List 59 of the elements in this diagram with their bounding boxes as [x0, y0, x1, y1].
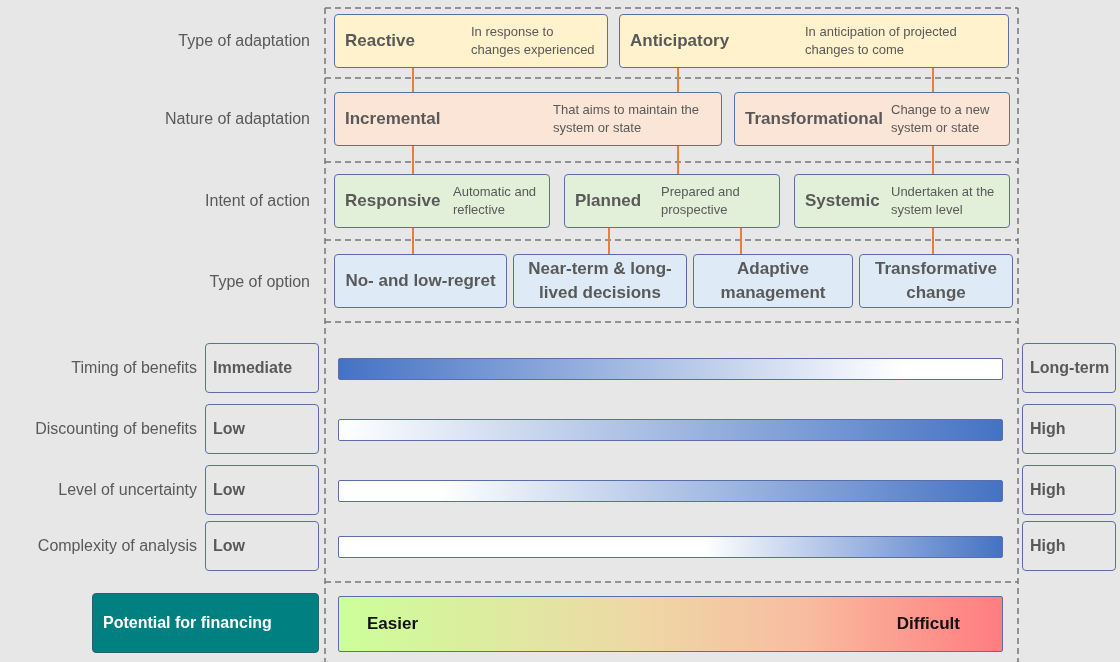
scale-end-box: High	[1022, 465, 1116, 515]
connector-line	[677, 145, 679, 175]
category-description: In response to changes experienced	[471, 23, 596, 59]
category-heading: Responsive	[345, 191, 441, 211]
category-box	[734, 92, 1010, 146]
row-label: Type of option	[209, 273, 310, 291]
connector-line	[932, 67, 934, 93]
category-box	[619, 14, 1009, 68]
connector-line	[740, 227, 742, 255]
category-box	[794, 174, 1010, 228]
option-box: Adaptive management	[693, 254, 853, 308]
gradient-bar	[338, 419, 1003, 441]
scale-end-box: Low	[205, 465, 319, 515]
gradient-bar	[338, 596, 1003, 652]
scale-end-box: Low	[205, 521, 319, 571]
category-box	[334, 174, 550, 228]
gradient-bar	[338, 358, 1003, 380]
option-box: Transformative change	[859, 254, 1013, 308]
scale-end-text: Difficult	[896, 614, 960, 634]
category-description: Undertaken at the system level	[891, 183, 996, 219]
scale-end-box: High	[1022, 404, 1116, 454]
financing-box: Potential for financing	[92, 593, 319, 653]
gradient-bar	[338, 480, 1003, 502]
row-label: Nature of adaptation	[165, 110, 310, 128]
row-label: Type of adaptation	[178, 32, 310, 50]
option-box: No- and low-regret	[334, 254, 507, 308]
category-box	[564, 174, 780, 228]
connector-line	[608, 227, 610, 255]
row-label: Complexity of analysis	[37, 537, 197, 555]
scale-start-text: Easier	[367, 614, 419, 634]
category-description: Change to a new system or state	[891, 101, 991, 137]
row-label: Level of uncertainty	[58, 481, 197, 499]
category-description: Prepared and prospective	[661, 183, 741, 219]
connector-line	[412, 67, 414, 93]
category-heading: Transformational	[745, 109, 883, 129]
row-label: Intent of action	[205, 192, 310, 210]
category-description: That aims to maintain the system or state	[553, 101, 700, 137]
category-heading: Reactive	[345, 31, 415, 51]
category-description: In anticipation of projected changes to come	[805, 23, 958, 59]
connector-line	[412, 145, 414, 175]
category-box	[334, 14, 608, 68]
gradient-bar	[338, 536, 1003, 558]
row-label: Discounting of benefits	[35, 420, 197, 438]
scale-end-box: Immediate	[205, 343, 319, 393]
option-box: Near-term & long-lived decisions	[513, 254, 687, 308]
category-heading: Systemic	[805, 191, 880, 211]
connector-line	[677, 67, 679, 93]
scale-end-box: Long-term	[1022, 343, 1116, 393]
row-label: Timing of benefits	[71, 359, 197, 377]
category-heading: Planned	[575, 191, 642, 211]
category-heading: Incremental	[345, 109, 441, 129]
connector-line	[932, 145, 934, 175]
scale-end-box: Low	[205, 404, 319, 454]
category-heading: Anticipatory	[630, 31, 730, 51]
category-box	[334, 92, 722, 146]
connector-line	[412, 227, 414, 255]
category-description: Automatic and reflective	[453, 183, 538, 219]
scale-end-box: High	[1022, 521, 1116, 571]
connector-line	[932, 227, 934, 255]
